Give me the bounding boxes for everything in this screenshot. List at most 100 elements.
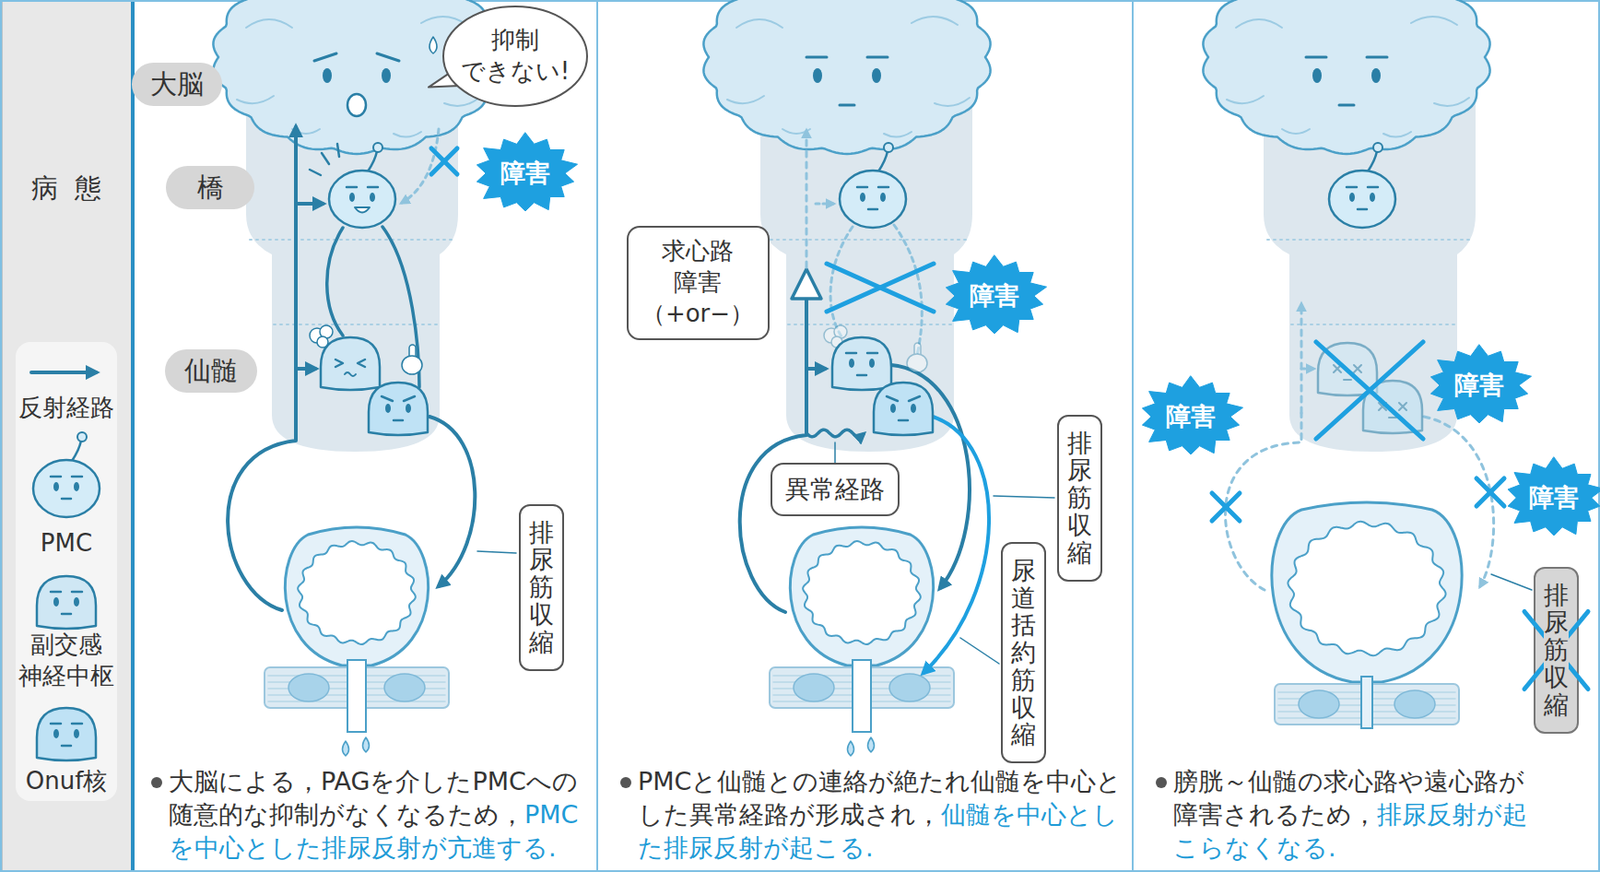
- node-text: 排尿筋収縮: [529, 518, 554, 656]
- stop-hand: [906, 342, 928, 373]
- pons-boundary: [764, 238, 969, 241]
- icon-mouth: [1388, 416, 1397, 419]
- burst-shape: [476, 132, 577, 212]
- icon-brow: [403, 396, 415, 401]
- icon-brow: [381, 396, 393, 401]
- block-stroke: [431, 148, 458, 175]
- legend-parasympathetic-sample-body: [36, 576, 96, 629]
- sidebar-rule: [130, 0, 135, 872]
- parasympathetic-icon: [832, 337, 892, 390]
- cerebrum-fold: [236, 95, 274, 104]
- brain-brow: [314, 53, 337, 61]
- brain-brow: [376, 53, 400, 61]
- node-text: 障害: [1165, 401, 1216, 432]
- legend-label: Onuf核: [25, 765, 108, 798]
- icon-mouth: [393, 419, 403, 423]
- pmc-antenna: [878, 151, 888, 172]
- block-mark: [826, 263, 934, 312]
- icon-eye: [53, 597, 59, 607]
- hand-palm: [906, 353, 928, 373]
- pmc-head: [1329, 170, 1396, 228]
- legend-label: 副交感 神経中枢: [18, 629, 115, 693]
- cerebrum-fold: [1434, 97, 1470, 106]
- bladder-lining: [297, 541, 416, 645]
- region-tab: 橋: [165, 165, 255, 210]
- caption-paragraph: 大脳による，PAGを介したPMCへの随意的な抑制がなくなるため，PMCを中心とし…: [168, 764, 591, 865]
- bladder-lining: [1287, 521, 1446, 656]
- brain-eye: [322, 68, 332, 83]
- icon-eye: [1353, 364, 1362, 373]
- abnormal-path: [806, 429, 864, 437]
- icon-brow: [71, 475, 83, 479]
- hand-palm: [401, 355, 423, 375]
- reflex-path: [295, 366, 316, 371]
- node-text: 障害: [969, 281, 1020, 311]
- sphincter-muscle: [889, 673, 930, 702]
- cerebrum-fold: [934, 97, 970, 106]
- leader-line: [960, 637, 1000, 664]
- bladder-figure: [769, 527, 954, 756]
- pmc-head: [33, 459, 100, 518]
- block-mark: [1316, 341, 1424, 439]
- icon-brow: [367, 186, 378, 189]
- pmc-antenna: [367, 151, 377, 172]
- sweat-drop: [429, 36, 437, 54]
- panel-divider: [596, 0, 599, 872]
- lost-path: [1224, 412, 1302, 590]
- urethra: [1361, 676, 1373, 729]
- icon-brow: [50, 722, 61, 726]
- icon-eye: [405, 403, 412, 413]
- icon-eye: [385, 403, 391, 413]
- block-mark: [1211, 493, 1240, 521]
- damage-burst: 障害: [941, 255, 1048, 337]
- icon-mouth: [857, 374, 867, 377]
- pmc-antenna-ball: [1373, 142, 1383, 153]
- icon-mouth: [1357, 208, 1367, 212]
- cerebrum-fold: [1235, 19, 1283, 28]
- icon-eye: [1349, 192, 1355, 202]
- reflex-path: [806, 366, 825, 371]
- icon-eye: [848, 358, 855, 368]
- cerebrum-fold: [1383, 131, 1412, 138]
- icon-eye: [357, 359, 365, 367]
- pmc-icon: [1329, 142, 1396, 228]
- inhibition-path: [401, 129, 439, 203]
- brain-brow: [806, 56, 827, 59]
- icon-brow: [71, 722, 83, 726]
- legend-onuf-sample: [36, 707, 96, 761]
- lost-path: [830, 226, 853, 340]
- icon-eye: [869, 358, 875, 368]
- region-tab: 大脳: [131, 62, 223, 106]
- bladder-wall: [1271, 502, 1462, 683]
- vertical-label-box: 尿道括約筋収縮: [1000, 541, 1047, 764]
- pmc-antenna-ball: [77, 432, 87, 442]
- lost-path: [894, 224, 922, 355]
- sparkle-lines: [309, 143, 340, 176]
- bladder-lining: [802, 541, 921, 645]
- pmc-icon: [329, 142, 396, 228]
- pmc-icon: [839, 142, 906, 228]
- cerebrum-figure: [703, 0, 990, 154]
- icon-eye: [53, 729, 59, 739]
- icon-eye: [73, 482, 80, 492]
- lost-label-box: 排尿筋収縮: [1533, 566, 1579, 734]
- legend-panel: [15, 341, 118, 801]
- cerebrum-fold: [444, 97, 480, 106]
- bladder-wall: [789, 527, 933, 666]
- urine-drop: [363, 737, 370, 753]
- reflex-path: [740, 299, 807, 612]
- icon-mouth: [61, 744, 71, 748]
- lost-path: [1301, 367, 1314, 371]
- parasympathetic-icon: [320, 337, 380, 390]
- pmc-head: [839, 170, 906, 228]
- cerebrum-outline: [703, 0, 990, 154]
- cerebrum-fold: [883, 131, 912, 138]
- node-text: 排尿筋収縮: [1067, 429, 1093, 566]
- block-mark: [431, 148, 458, 175]
- icon-eye: [73, 729, 80, 739]
- panel-one-pathways: [227, 36, 517, 611]
- cerebrum-fold: [246, 19, 293, 28]
- brain-eye: [1312, 68, 1322, 83]
- leader-line: [993, 495, 1055, 498]
- node-text: 求心路 障害 （+or−）: [641, 235, 754, 330]
